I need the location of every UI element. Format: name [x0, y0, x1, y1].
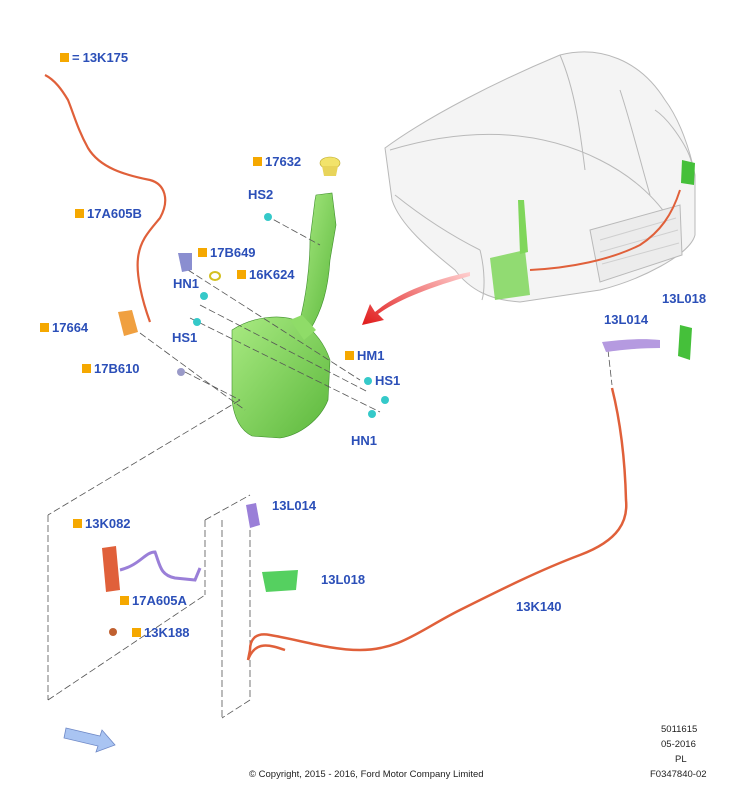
- direction-arrow: [362, 272, 470, 325]
- figure-date: 05-2016: [661, 739, 696, 750]
- label-16K624: 16K624: [237, 268, 295, 282]
- label-HM1: HM1: [345, 349, 384, 363]
- fasteners: [118, 213, 389, 418]
- label-17A605B: 17A605B: [75, 207, 142, 221]
- label-13L018-upper: 13L018: [662, 291, 707, 306]
- label-HS1-right: HS1: [375, 373, 401, 388]
- figure-number: 5011615: [661, 724, 698, 735]
- vehicle-front: [384, 51, 696, 303]
- label-17A605A: 17A605A: [120, 594, 187, 608]
- orientation-arrow-icon: [63, 727, 116, 753]
- label-HS2: HS2: [248, 187, 274, 202]
- hose-13K140: [246, 387, 628, 661]
- label-13L014-upper: 13L014: [604, 312, 649, 327]
- nozzle-parts: [246, 325, 692, 592]
- legend-square-icon: [60, 53, 69, 62]
- label-13L014-lower: 13L014: [272, 498, 317, 513]
- label-13K188: 13K188: [132, 626, 190, 640]
- label-13L018-lower: 13L018: [321, 572, 366, 587]
- label-HS1-left: HS1: [172, 330, 198, 345]
- label-13K140: 13K140: [516, 599, 562, 614]
- hose-13K175: [44, 74, 167, 323]
- leader-lines: [47, 214, 613, 719]
- label-17B649: 17B649: [198, 246, 256, 260]
- label-17664: 17664: [40, 321, 88, 335]
- label-17632: 17632: [253, 155, 301, 169]
- label-17B610: 17B610: [82, 362, 140, 376]
- label-HN1-upper: HN1: [173, 276, 200, 291]
- label-HN1-lower: HN1: [351, 433, 378, 448]
- washer-reservoir: [231, 156, 341, 439]
- figure-id: F0347840-02: [650, 769, 707, 780]
- label-13K082: 13K082: [73, 517, 131, 531]
- pump-group: [102, 546, 202, 636]
- legend: =13K175: [60, 51, 128, 65]
- copyright: © Copyright, 2015 - 2016, Ford Motor Com…: [249, 769, 484, 780]
- vehicle-highlight-parts: [490, 160, 695, 300]
- figure-code: PL: [675, 754, 687, 765]
